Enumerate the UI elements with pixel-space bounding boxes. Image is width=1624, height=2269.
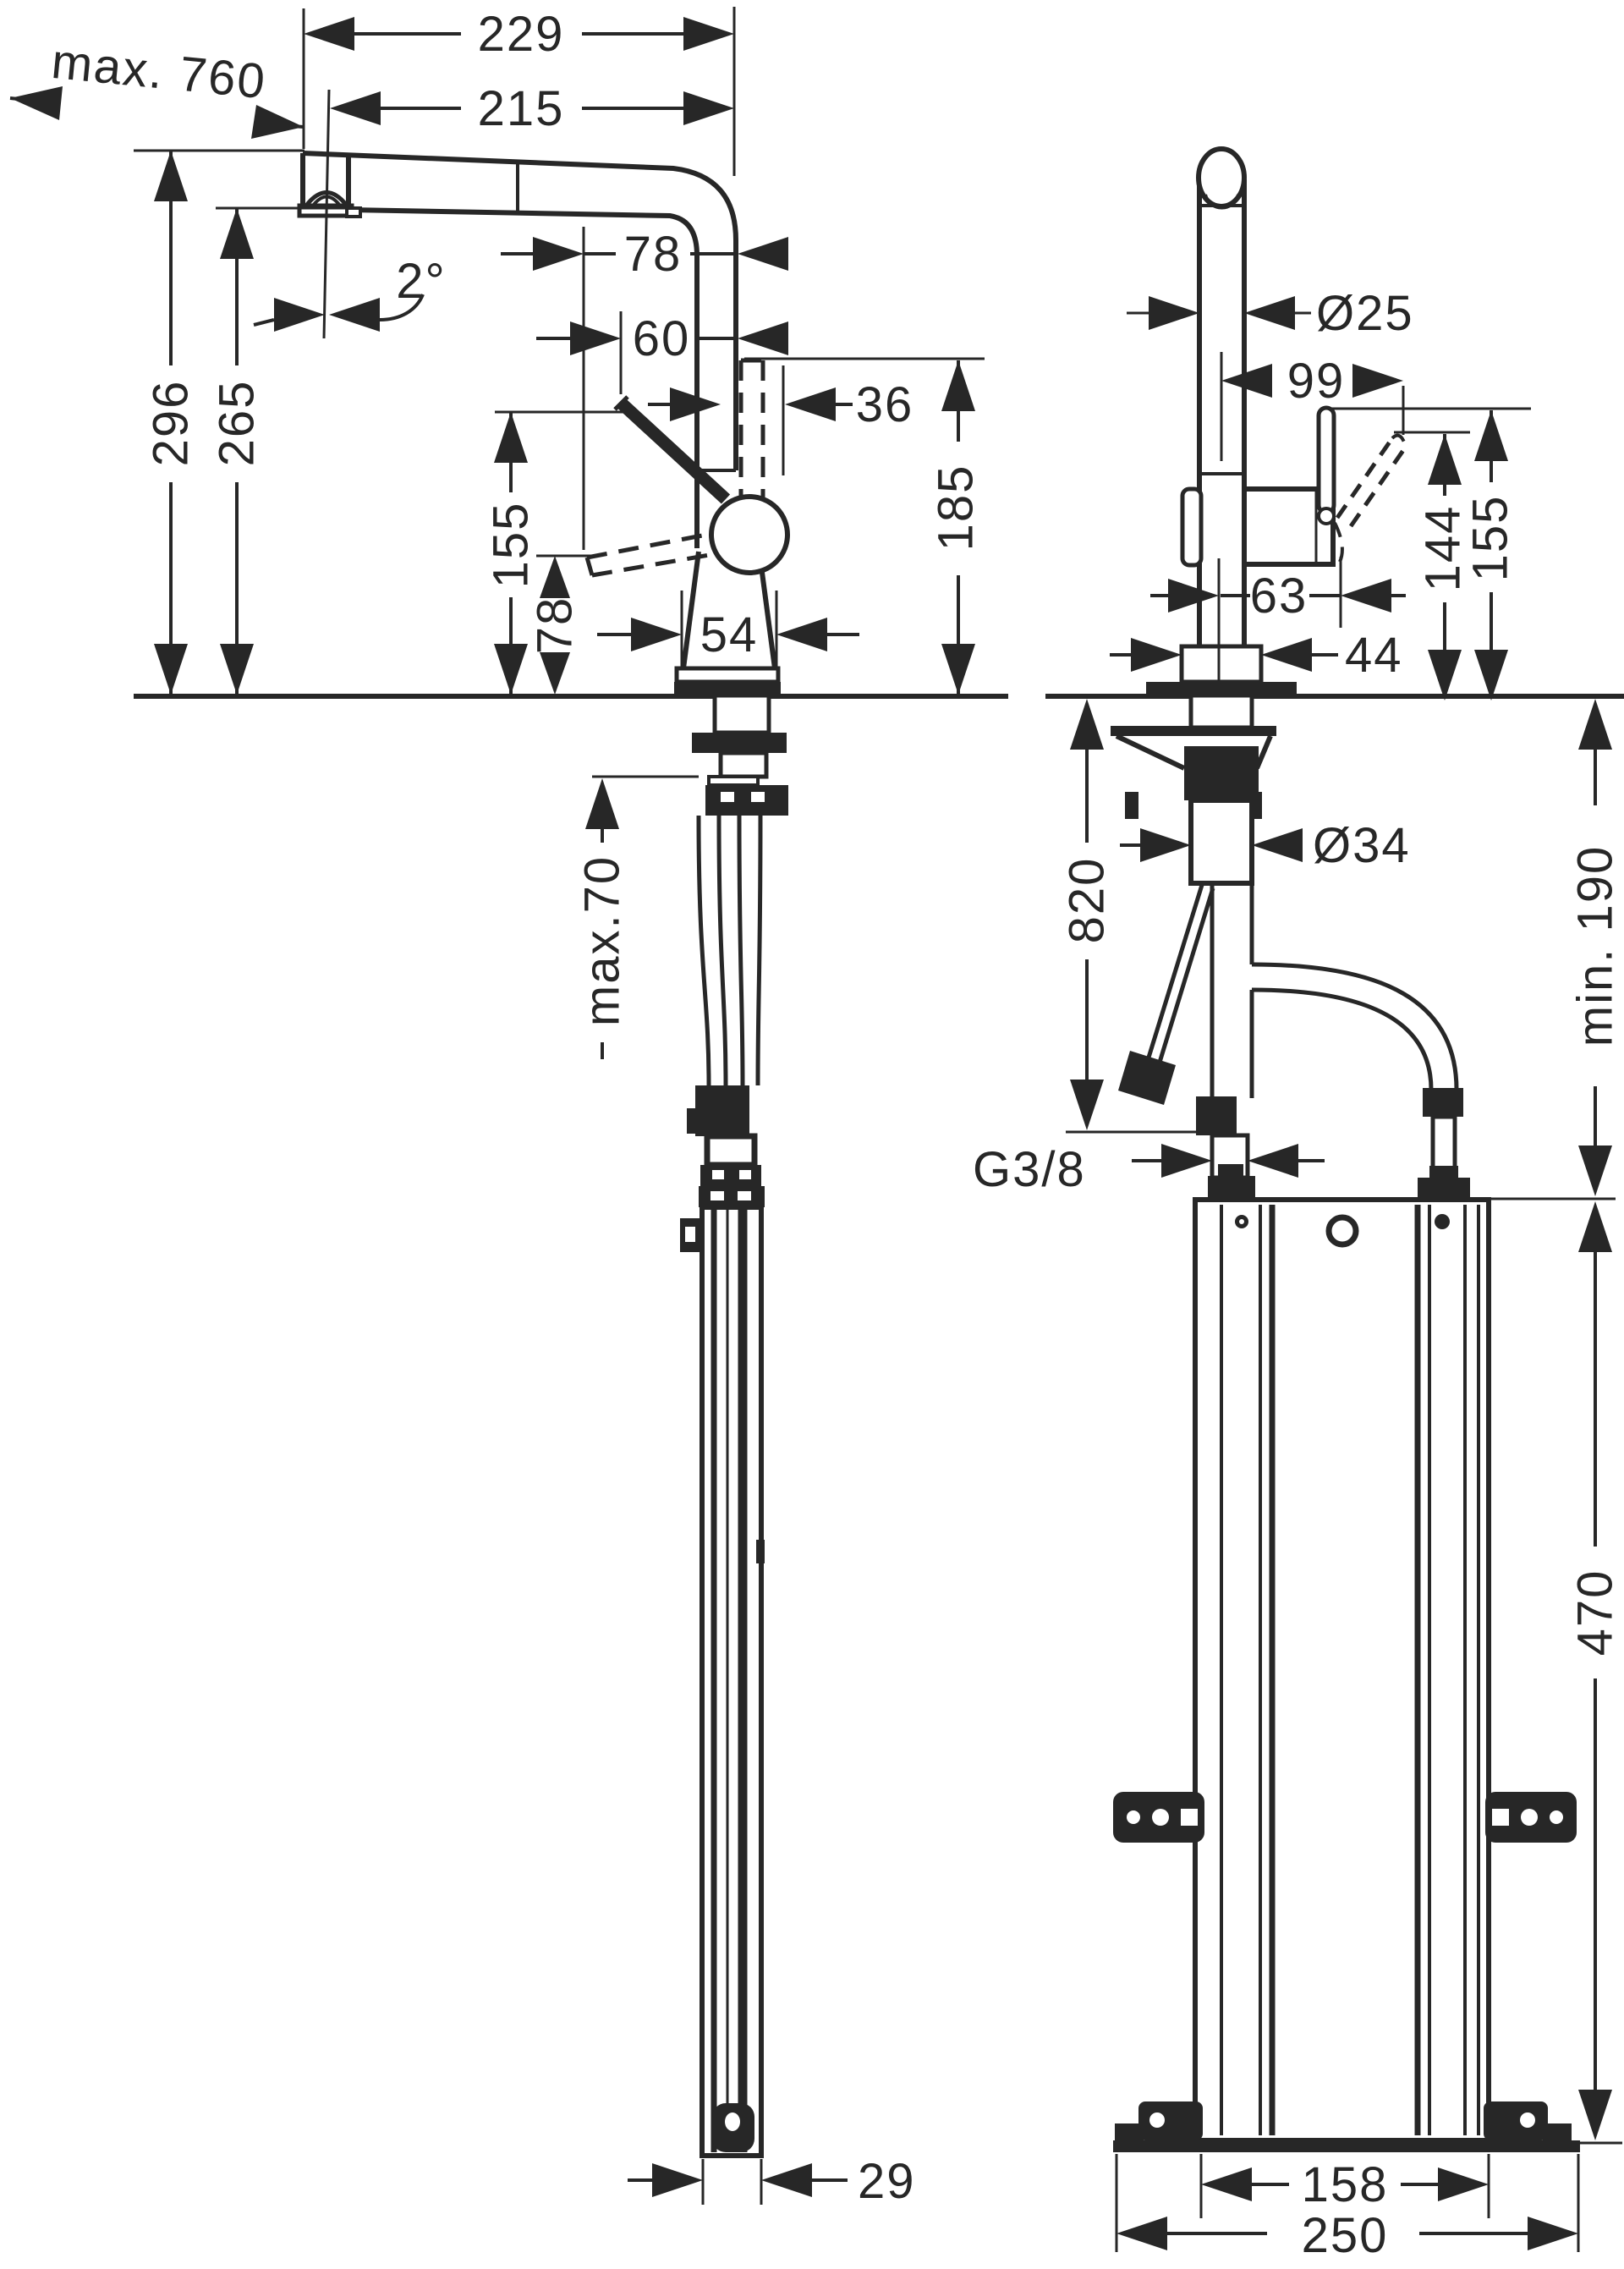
- dim-265: 265: [210, 380, 265, 467]
- dim-470: 470: [1568, 1569, 1623, 1656]
- dim-78-reach: 78: [624, 227, 683, 282]
- foot-clamp-right: [1484, 2101, 1548, 2140]
- dim-155-right: 155: [1463, 495, 1518, 582]
- dim-144: 144: [1416, 505, 1471, 592]
- dim-60: 60: [633, 311, 691, 366]
- faucet-side-outline: [297, 89, 790, 695]
- dim-820: 820: [1060, 857, 1115, 944]
- dim-29: 29: [858, 2154, 916, 2209]
- dim-min190: min. 190: [1568, 845, 1623, 1047]
- spray-head-axis: [322, 89, 331, 339]
- dim-max70: max.70: [575, 855, 630, 1026]
- screw-hole-right: [1435, 1214, 1450, 1229]
- left-view: 229 215 max. 760 2° 78: [9, 7, 1008, 2209]
- right-installation: [1111, 693, 1580, 2152]
- base-plate: [1113, 2140, 1580, 2152]
- mounting-bracket-plate: [1111, 726, 1276, 736]
- left-installation: [680, 693, 788, 2158]
- dim-78-left: 78: [528, 596, 583, 655]
- dim-54: 54: [700, 607, 759, 662]
- spray-head-dock-dashed: [738, 358, 765, 511]
- right-view: Ø25 99 63 44 144: [973, 146, 1624, 2263]
- hose-fitting-cluster: [695, 1085, 749, 1136]
- dim-44: 44: [1345, 628, 1403, 683]
- dim-296: 296: [144, 380, 199, 467]
- dim-229: 229: [478, 7, 565, 62]
- sbox-body: [1193, 1197, 1491, 2143]
- hose-connector-block: [705, 785, 788, 816]
- dim-36: 36: [856, 377, 914, 432]
- lever-pivot: [709, 494, 790, 575]
- dim-dia25: Ø25: [1316, 286, 1414, 341]
- hex-nut: [704, 1133, 758, 1168]
- dim-63: 63: [1250, 569, 1309, 624]
- lever-handle: [616, 398, 731, 504]
- faucet-front-outline: [1146, 146, 1408, 695]
- dim-215: 215: [478, 81, 565, 136]
- dim-g38: G3/8: [973, 1142, 1086, 1197]
- dim-250: 250: [1302, 2208, 1389, 2263]
- clamp-block: [1184, 746, 1259, 800]
- left-view-dimensions: 229 215 max. 760 2° 78: [9, 7, 985, 2209]
- foot-clamp-left: [1138, 2101, 1203, 2140]
- dim-158: 158: [1302, 2157, 1389, 2212]
- shank-o34: [1188, 798, 1254, 886]
- handle-base: [1242, 486, 1336, 567]
- screw-hole-center: [1325, 1214, 1359, 1248]
- handle-dashed-position: [1333, 433, 1408, 563]
- mounting-nut: [692, 733, 787, 753]
- handle-stick: [1316, 405, 1336, 515]
- dim-155-left: 155: [484, 502, 539, 589]
- pullout-hose-nipple: [1118, 1051, 1176, 1105]
- dim-dia34: Ø34: [1313, 818, 1411, 873]
- dim-185: 185: [929, 464, 984, 552]
- dim-max760: max. 760: [49, 34, 269, 110]
- escutcheon-left: [674, 682, 781, 695]
- dim-99: 99: [1287, 354, 1346, 409]
- escutcheon-right: [1146, 682, 1297, 695]
- dim-angle-2deg: 2°: [396, 254, 446, 309]
- right-view-dimensions: Ø25 99 63 44 144: [973, 286, 1623, 2263]
